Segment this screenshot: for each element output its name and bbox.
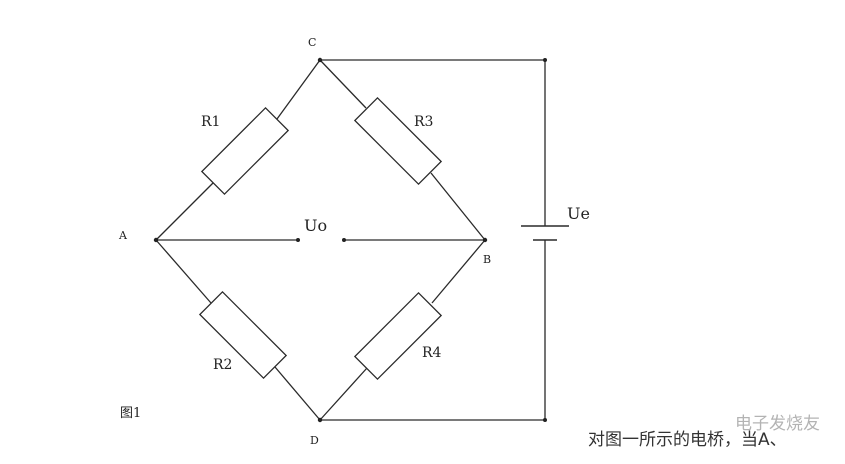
resistor-r2 bbox=[198, 290, 288, 380]
supply-voltage-label: Ue bbox=[567, 204, 590, 223]
node-a-dot bbox=[153, 237, 159, 243]
output-terminal-right bbox=[342, 238, 346, 242]
resistor-r4-label: R4 bbox=[422, 345, 442, 361]
supply-corner-bottom bbox=[543, 418, 547, 422]
node-d-dot bbox=[317, 417, 323, 423]
node-b-dot bbox=[482, 237, 488, 243]
watermark-text: 电子发烧友 bbox=[735, 414, 820, 434]
node-a-label: A bbox=[118, 229, 128, 242]
node-c-dot bbox=[317, 57, 323, 63]
figure-label: 图1 bbox=[120, 406, 141, 421]
resistor-r2-label: R2 bbox=[213, 357, 232, 373]
wire-c-to-r3 bbox=[319, 59, 367, 109]
node-c-label: C bbox=[308, 36, 316, 49]
resistor-r4 bbox=[353, 291, 443, 381]
wire-r4-to-b bbox=[431, 239, 486, 304]
resistor-r3-label: R3 bbox=[414, 114, 433, 130]
wire-r2-to-d bbox=[274, 366, 321, 421]
wire-a-to-r1 bbox=[155, 182, 214, 241]
output-terminal-left bbox=[296, 238, 300, 242]
output-voltage-label: Uo bbox=[304, 216, 327, 235]
resistor-r1-label: R1 bbox=[201, 114, 220, 130]
wire-r3-to-b bbox=[430, 172, 486, 241]
supply-corner-top bbox=[543, 58, 547, 62]
resistor-r3 bbox=[353, 96, 443, 186]
caption-text: 对图一所示的电桥，当A、 bbox=[588, 430, 787, 450]
wire-d-to-r4 bbox=[319, 367, 368, 421]
node-d-label: D bbox=[310, 434, 319, 447]
wire-a-to-r2 bbox=[155, 239, 212, 304]
resistor-r1 bbox=[200, 106, 290, 196]
wire-r1-to-c bbox=[276, 59, 321, 120]
node-b-label: B bbox=[483, 253, 491, 266]
